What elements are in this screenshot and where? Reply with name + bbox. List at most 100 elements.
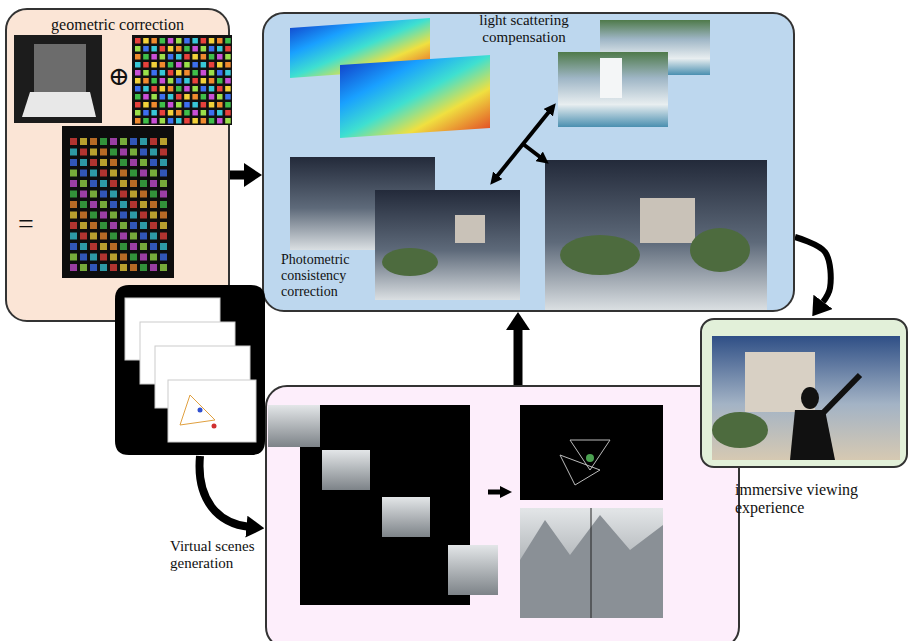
grid-cell xyxy=(90,243,97,250)
virtual-camera-panel xyxy=(168,380,256,442)
grid-cell xyxy=(80,191,87,198)
heat-map xyxy=(290,18,490,138)
virtual-camera-panel xyxy=(198,408,203,413)
grid-cell xyxy=(120,138,127,145)
grid-cell xyxy=(143,94,149,100)
projection-room-photo xyxy=(14,35,102,123)
virtual-scene-views xyxy=(382,497,430,537)
heat-map xyxy=(340,55,490,138)
grid-cell xyxy=(160,243,167,250)
grid-cell xyxy=(176,110,182,116)
grid-cell xyxy=(120,170,127,177)
grid-cell xyxy=(209,110,215,116)
grid-cell xyxy=(217,78,223,84)
grid-cell xyxy=(120,243,127,250)
grid-cell xyxy=(143,102,149,108)
virtual-scene-views xyxy=(300,405,470,605)
grid-cell xyxy=(176,86,182,92)
grid-cell xyxy=(168,86,174,92)
color-grid-pattern xyxy=(132,35,232,125)
grid-cell xyxy=(143,54,149,60)
grid-cell xyxy=(110,201,117,208)
grid-cell xyxy=(80,138,87,145)
grid-cell xyxy=(130,264,137,271)
grid-cell xyxy=(217,94,223,100)
room-photo xyxy=(290,157,435,250)
grid-cell xyxy=(140,191,147,198)
process-arrow xyxy=(523,144,544,160)
grid-cell xyxy=(110,243,117,250)
grid-cell xyxy=(80,222,87,229)
process-box: geometric correction xyxy=(5,8,230,322)
grid-cell xyxy=(90,264,97,271)
grid-cell xyxy=(192,70,198,76)
grid-cell xyxy=(151,86,157,92)
grid-cell xyxy=(143,110,149,116)
text-slot: geometric correction xyxy=(7,16,228,34)
virtual-scene-views xyxy=(322,450,370,490)
virtual-camera-panel xyxy=(155,346,250,408)
grid-cell xyxy=(176,118,182,124)
grid-cell xyxy=(143,46,149,52)
grid-cell xyxy=(135,70,141,76)
grid-cell xyxy=(209,78,215,84)
grid-cell xyxy=(184,38,190,44)
grid-cell xyxy=(168,38,174,44)
grid-cell xyxy=(201,62,207,68)
grid-cell xyxy=(135,102,141,108)
grid-cell xyxy=(201,102,207,108)
grid-cell xyxy=(135,78,141,84)
grid-cell xyxy=(120,149,127,156)
grid-cell xyxy=(209,94,215,100)
grid-cell xyxy=(168,70,174,76)
grid-cell xyxy=(160,191,167,198)
grid-cell xyxy=(140,170,147,177)
grid-cell xyxy=(151,70,157,76)
grid-cell xyxy=(192,110,198,116)
process-box: light scattering compensationPhotometric… xyxy=(262,12,795,312)
projection-room-photo xyxy=(34,44,86,92)
grid-cell xyxy=(70,149,77,156)
grid-cell xyxy=(110,149,117,156)
grid-cell xyxy=(225,62,231,68)
grid-cell xyxy=(70,180,77,187)
step-label: Photometric consistency correction xyxy=(281,252,373,300)
flow-arrow xyxy=(795,237,831,302)
grid-cell xyxy=(168,62,174,68)
grid-cell xyxy=(70,170,77,177)
grid-cell xyxy=(184,102,190,108)
grid-cell xyxy=(100,149,107,156)
viewer-photo xyxy=(712,412,768,448)
grid-cell xyxy=(160,159,167,166)
grid-cell xyxy=(120,180,127,187)
grid-cell xyxy=(184,62,190,68)
grid-cell xyxy=(184,118,190,124)
process-arrow xyxy=(494,108,552,180)
grid-cell xyxy=(90,149,97,156)
waterfall-photo xyxy=(558,52,668,127)
grid-cell xyxy=(184,94,190,100)
grid-cell xyxy=(100,212,107,219)
text-slot: immersive viewing experience xyxy=(735,481,907,518)
grid-cell xyxy=(192,118,198,124)
output-box: immersive viewing experience xyxy=(700,318,908,468)
grid-cell xyxy=(135,46,141,52)
grid-cell xyxy=(143,70,149,76)
grid-cell xyxy=(130,191,137,198)
grid-cell xyxy=(70,212,77,219)
virtual-scene-views xyxy=(268,405,320,447)
grid-cell xyxy=(70,201,77,208)
grid-cell xyxy=(90,254,97,261)
grid-cell xyxy=(100,138,107,145)
grid-cell xyxy=(217,38,223,44)
grid-cell xyxy=(100,254,107,261)
grid-cell xyxy=(130,170,137,177)
grid-cell xyxy=(168,78,174,84)
grid-cell xyxy=(120,264,127,271)
grid-cell xyxy=(100,243,107,250)
viewer-photo xyxy=(712,336,900,460)
grid-cell xyxy=(140,212,147,219)
grid-cell xyxy=(150,138,157,145)
grid-cell xyxy=(150,180,157,187)
